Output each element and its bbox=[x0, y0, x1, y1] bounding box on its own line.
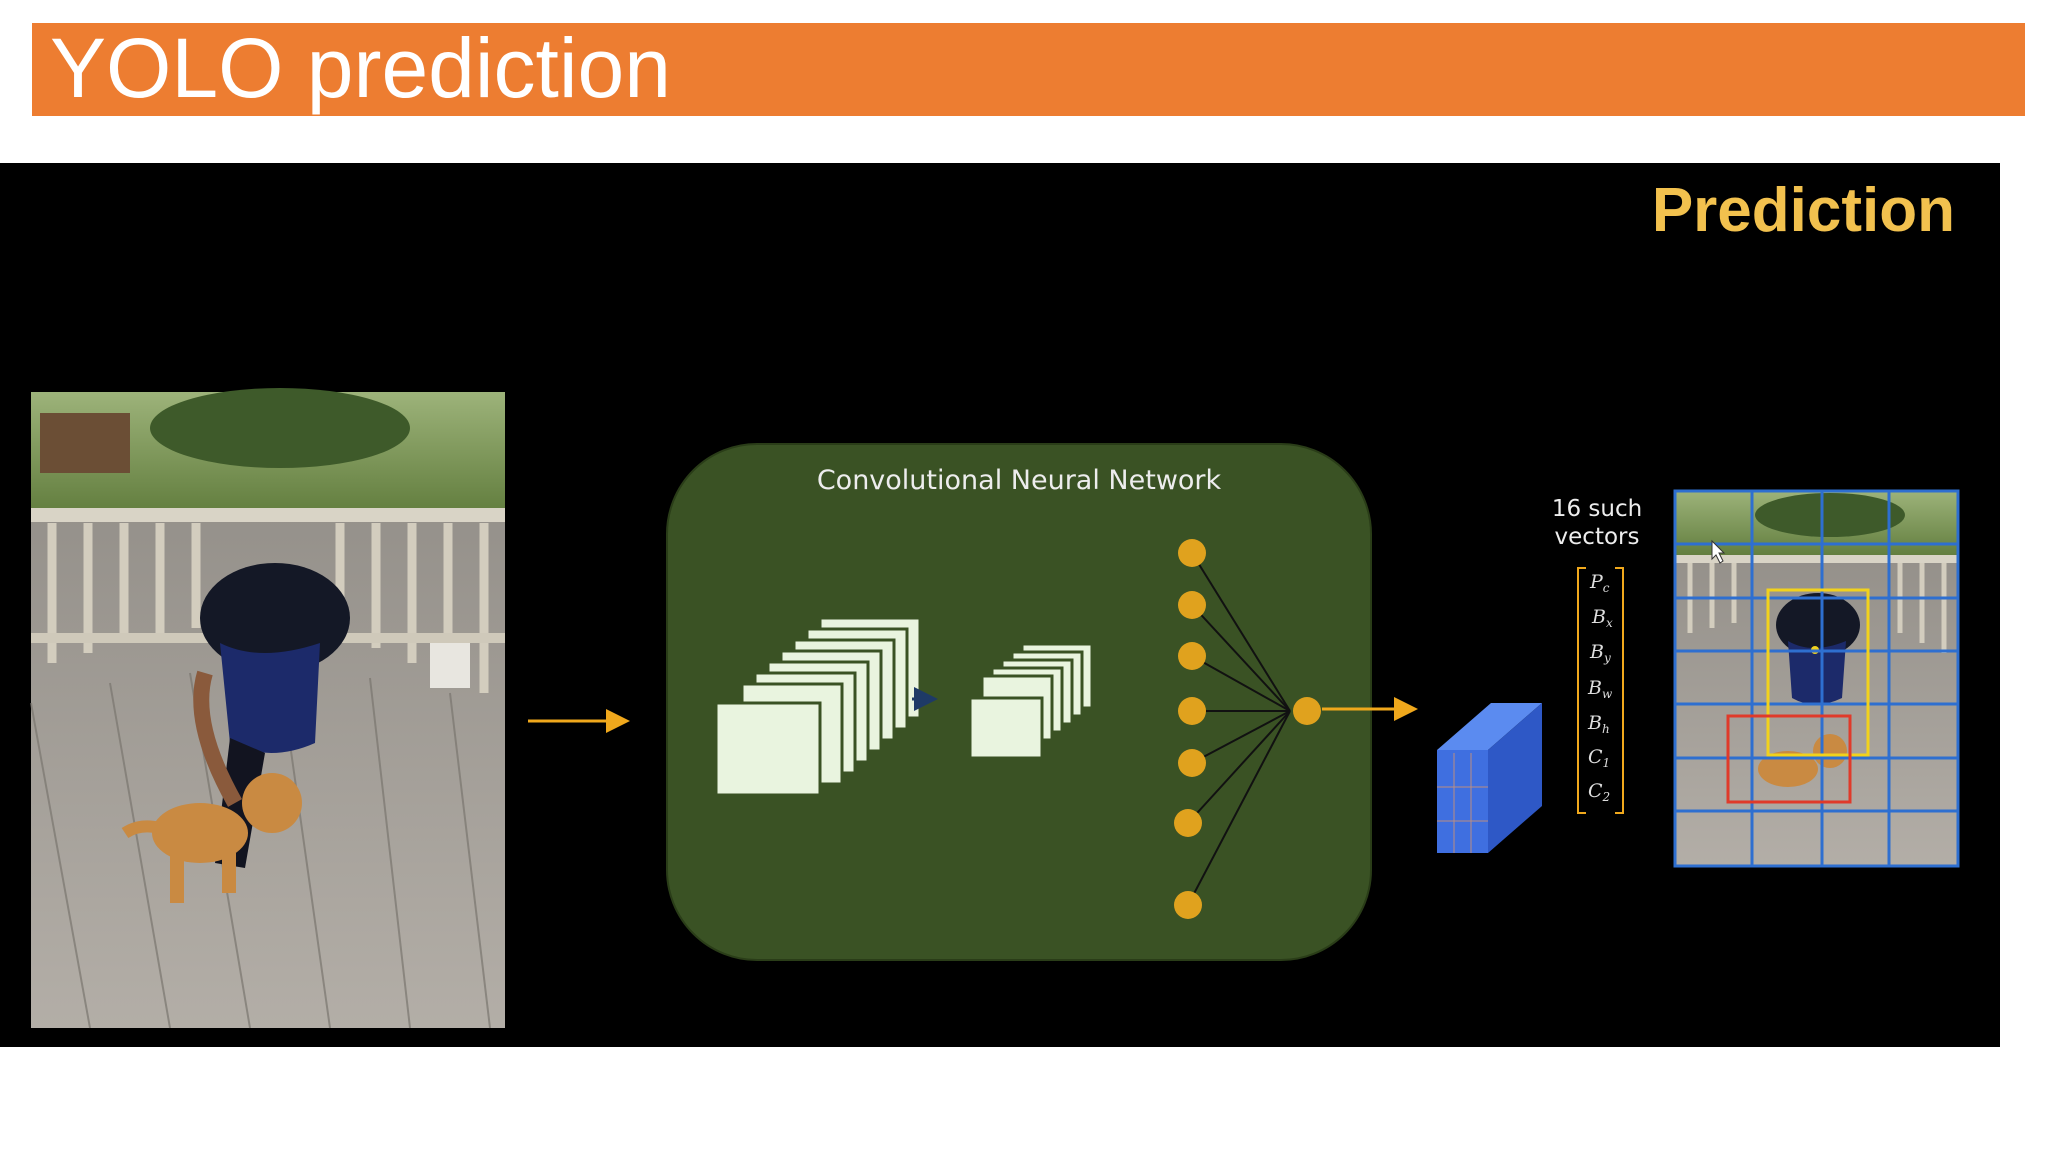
neuron bbox=[1178, 697, 1206, 725]
slide-title: YOLO prediction bbox=[50, 20, 671, 115]
vector-entry-pc: Pc bbox=[1589, 571, 1610, 595]
person-bounding-box bbox=[1766, 588, 1870, 757]
vector-entry-c1: C1 bbox=[1588, 746, 1610, 770]
output-tensor-cube bbox=[1437, 703, 1542, 853]
vector-bracket-left bbox=[1577, 567, 1586, 814]
neuron bbox=[1178, 539, 1206, 567]
video-frame[interactable]: Prediction bbox=[0, 163, 2000, 1047]
vector-caption-line1: 16 such bbox=[1552, 496, 1642, 522]
slide-title-bar: YOLO prediction bbox=[32, 23, 2025, 116]
dog-bounding-box bbox=[1726, 714, 1852, 804]
prediction-heading: Prediction bbox=[1652, 176, 1955, 245]
vector-entry-by: By bbox=[1589, 641, 1611, 665]
mouse-cursor-icon bbox=[1711, 539, 1726, 564]
fc-connections bbox=[1187, 552, 1291, 906]
neuron bbox=[1178, 591, 1206, 619]
vector-entry-c2: C2 bbox=[1588, 780, 1610, 804]
vector-bracket-right bbox=[1615, 567, 1624, 814]
vector-entries: Pc Bx By Bw Bh C1 C2 bbox=[1587, 571, 1613, 804]
feature-map-stack-small bbox=[968, 642, 1094, 760]
feature-map-stack-large bbox=[714, 616, 922, 797]
vector-entry-bh: Bh bbox=[1587, 712, 1610, 736]
output-grid bbox=[1673, 489, 1960, 868]
vector-entry-bw: Bw bbox=[1587, 677, 1613, 701]
neuron bbox=[1178, 749, 1206, 777]
vector-entry-bx: Bx bbox=[1591, 606, 1613, 630]
vector-caption-line2: vectors bbox=[1555, 524, 1640, 550]
input-photo bbox=[30, 388, 505, 1029]
neuron bbox=[1174, 891, 1202, 919]
neuron bbox=[1178, 642, 1206, 670]
output-neuron bbox=[1293, 697, 1321, 725]
cnn-label: Convolutional Neural Network bbox=[817, 465, 1222, 496]
yolo-diagram: Prediction bbox=[30, 176, 1960, 1029]
neuron bbox=[1174, 809, 1202, 837]
fc-neurons bbox=[1174, 539, 1321, 919]
